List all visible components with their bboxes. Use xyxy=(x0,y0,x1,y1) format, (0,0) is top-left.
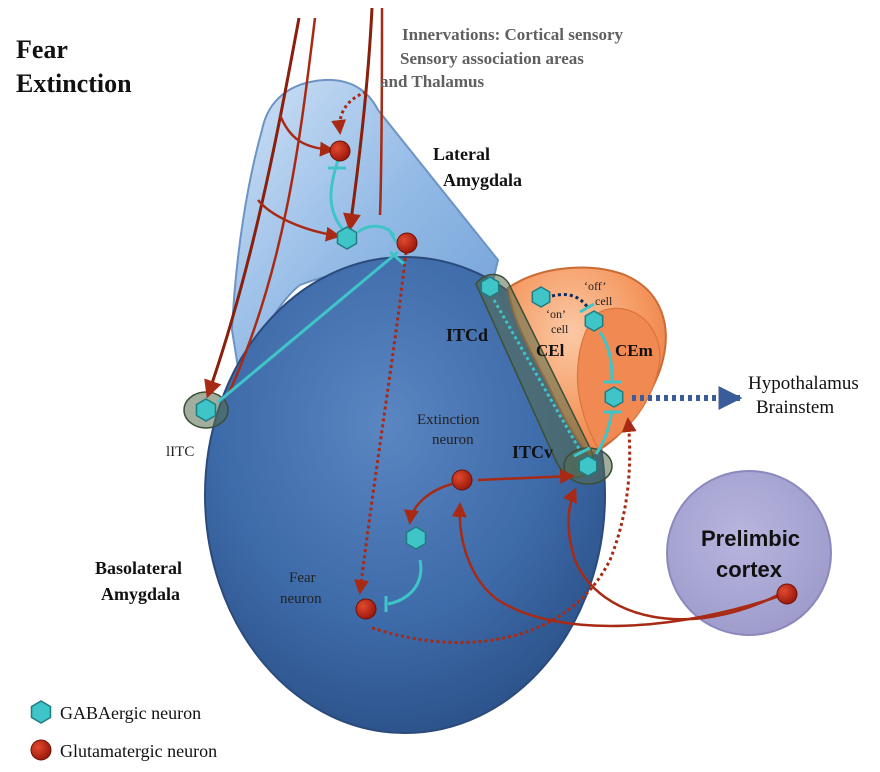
itcd-label: ITCd xyxy=(446,325,488,345)
gaba-neuron-litc xyxy=(197,399,216,421)
lateral-amygdala-label-1: Lateral xyxy=(433,144,490,164)
on-cell-label-1: ‘on’ xyxy=(546,307,566,321)
title-line-2: Extinction xyxy=(16,69,132,98)
on-cell-label-2: cell xyxy=(551,322,569,336)
glut-neuron-la-top xyxy=(330,141,350,161)
legend-glut-icon xyxy=(31,740,51,760)
prelimbic-label-2: cortex xyxy=(716,557,783,582)
glut-neuron-extinction xyxy=(452,470,472,490)
lateral-amygdala-label-2: Amygdala xyxy=(443,170,522,190)
off-cell-label-2: cell xyxy=(595,294,613,308)
gaba-neuron-itcv xyxy=(579,456,596,476)
gaba-neuron-cem xyxy=(605,387,622,407)
fear-neuron-label-2: neuron xyxy=(280,591,322,607)
legend-glut-label: Glutamatergic neuron xyxy=(60,741,217,761)
gaba-neuron-itcd xyxy=(481,277,498,297)
basolateral-amygdala-label-1: Basolateral xyxy=(95,558,182,578)
cem-label: CEm xyxy=(615,341,653,360)
gaba-neuron-off-cell xyxy=(585,311,602,331)
innervations-line-1: Innervations: Cortical sensory xyxy=(402,25,623,44)
prelimbic-cortex-shape xyxy=(667,471,831,635)
glut-neuron-fear xyxy=(356,599,376,619)
title-line-1: Fear xyxy=(16,35,68,64)
gaba-neuron-on-cell xyxy=(532,287,549,307)
extinction-neuron-label-2: neuron xyxy=(432,432,474,448)
litc-label: lITC xyxy=(166,444,194,460)
glut-neuron-la-right xyxy=(397,233,417,253)
basolateral-amygdala-label-2: Amygdala xyxy=(101,584,180,604)
hypothalamus-label: Hypothalamus xyxy=(748,373,859,394)
glut-neuron-prelimbic xyxy=(777,584,797,604)
legend-gaba-icon xyxy=(32,701,51,723)
innervations-line-2: Sensory association areas xyxy=(400,49,584,68)
legend-gaba-label: GABAergic neuron xyxy=(60,703,201,723)
gaba-neuron-la-mid xyxy=(338,227,357,249)
itcv-label: ITCv xyxy=(512,442,553,462)
cel-label: CEl xyxy=(536,341,565,360)
brainstem-label: Brainstem xyxy=(756,397,834,418)
gaba-neuron-bla xyxy=(407,527,426,549)
extinction-neuron-label-1: Extinction xyxy=(417,412,480,428)
fear-neuron-label-1: Fear xyxy=(289,570,316,586)
prelimbic-label-1: Prelimbic xyxy=(701,526,800,551)
off-cell-label-1: ‘off’ xyxy=(584,279,606,293)
innervations-line-3: and Thalamus xyxy=(380,72,484,91)
